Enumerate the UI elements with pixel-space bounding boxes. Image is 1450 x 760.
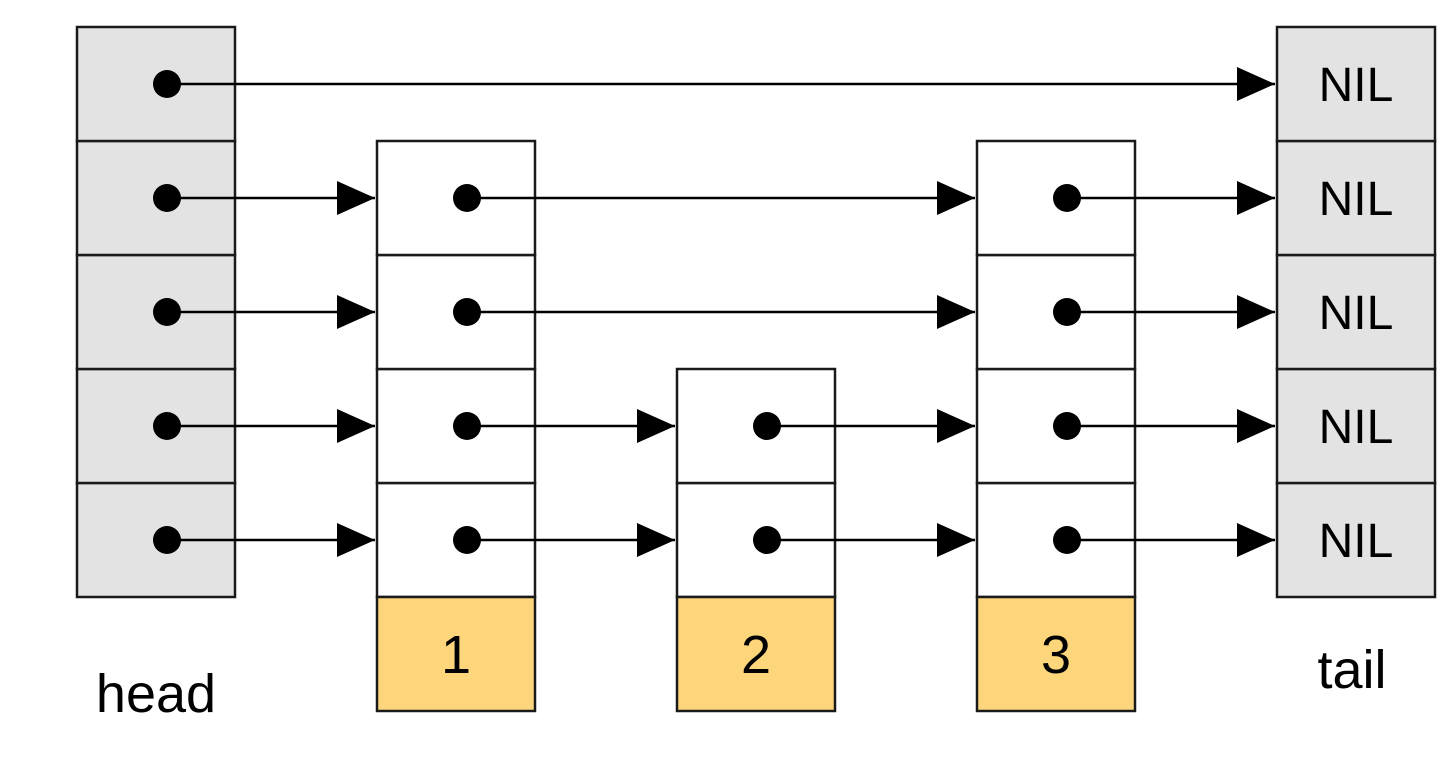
node-1-level-4-pointer-dot <box>453 184 481 212</box>
node-2-level-2-pointer-dot <box>753 412 781 440</box>
head-level-5-pointer-dot <box>153 70 181 98</box>
head-level-1-pointer-dot <box>153 526 181 554</box>
node-2-level-1-pointer-dot <box>753 526 781 554</box>
node-3-level-4-pointer-dot <box>1053 184 1081 212</box>
head-level-2-pointer-dot <box>153 412 181 440</box>
node-1-key-label: 1 <box>441 625 471 685</box>
node-1-level-3-pointer-dot <box>453 298 481 326</box>
node-1-level-2-pointer-dot <box>453 412 481 440</box>
head-level-3-pointer-dot <box>153 298 181 326</box>
node-3-key-label: 3 <box>1041 625 1071 685</box>
tail-level-4-nil-label: NIL <box>1319 173 1394 226</box>
node-1-level-1-pointer-dot <box>453 526 481 554</box>
node-2-key-cell <box>675 595 837 713</box>
tail-level-3-cell <box>1275 253 1437 371</box>
head-label: head <box>96 664 216 724</box>
node-3-level-3-pointer-dot <box>1053 298 1081 326</box>
tail-level-1-nil-label: NIL <box>1319 515 1394 568</box>
tail-level-2-nil-label: NIL <box>1319 401 1394 454</box>
node-3-level-1-pointer-dot <box>1053 526 1081 554</box>
tail-level-5-cell <box>1275 25 1437 143</box>
tail-level-5-nil-label: NIL <box>1319 59 1394 112</box>
node-3-key-cell <box>975 595 1137 713</box>
tail-label: tail <box>1317 640 1386 700</box>
tail-level-2-cell <box>1275 367 1437 485</box>
node-1-key-cell <box>375 595 537 713</box>
node-3-level-2-pointer-dot <box>1053 412 1081 440</box>
tail-level-1-cell <box>1275 481 1437 599</box>
head-level-4-pointer-dot <box>153 184 181 212</box>
tail-level-3-nil-label: NIL <box>1319 287 1394 340</box>
node-2-key-label: 2 <box>741 625 771 685</box>
